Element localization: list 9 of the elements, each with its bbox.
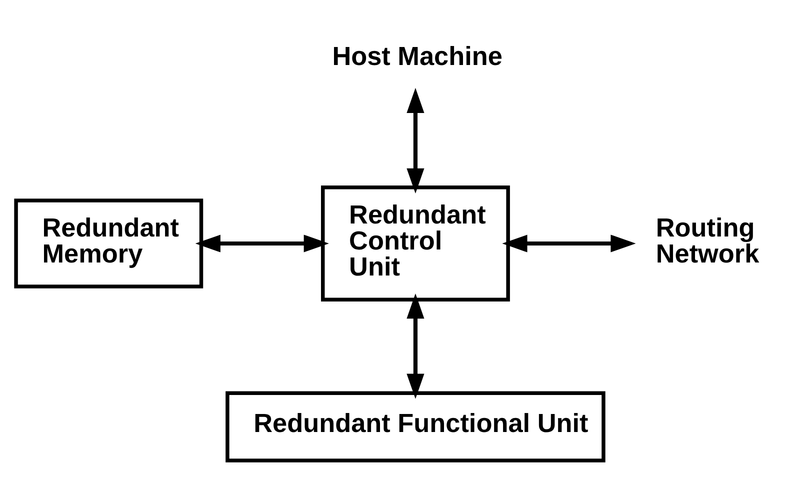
node-text: Host Machine <box>332 40 502 71</box>
node-box: Redundant Memory <box>14 198 204 288</box>
node-text: Routing Network <box>656 212 760 268</box>
arrow <box>406 87 424 193</box>
node-box: Redundant Functional Unit <box>226 390 606 462</box>
arrow <box>406 293 424 398</box>
node-box: Redundant Control Unit <box>321 185 510 301</box>
arrow <box>195 234 329 252</box>
arrow <box>502 234 636 252</box>
